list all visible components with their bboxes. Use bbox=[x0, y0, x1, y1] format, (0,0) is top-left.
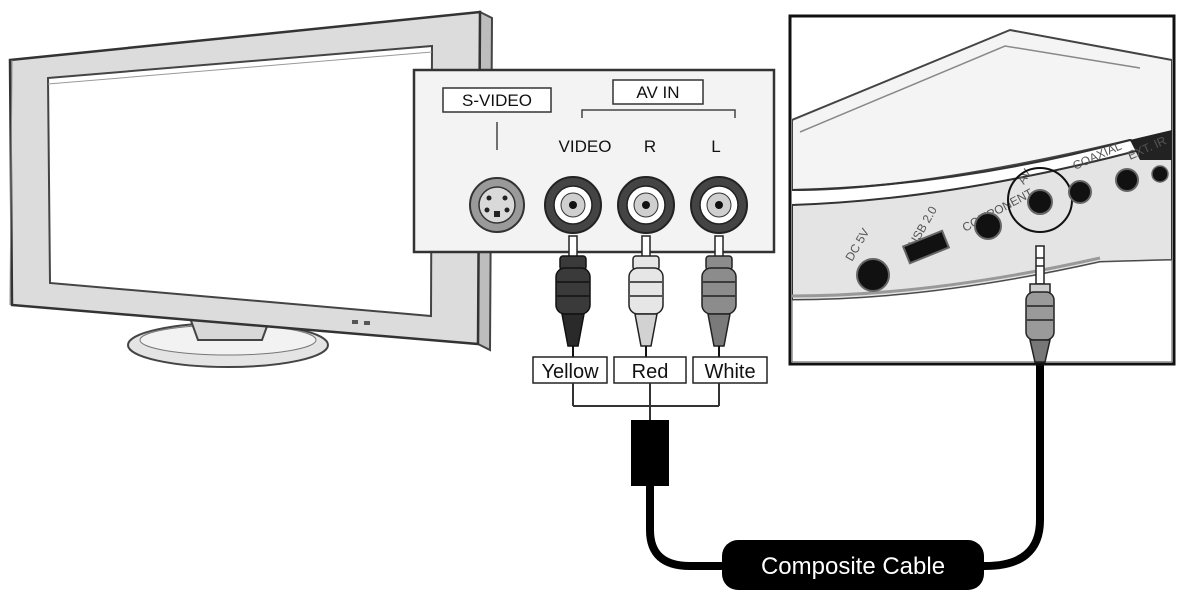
yellow-label-box bbox=[532, 356, 608, 384]
television bbox=[8, 10, 494, 368]
dc-port bbox=[856, 258, 890, 292]
r-jack-label: R bbox=[644, 137, 656, 156]
tv-screen bbox=[46, 44, 434, 318]
white-label-box bbox=[692, 356, 768, 384]
coaxial-port bbox=[1068, 180, 1092, 204]
composite-cable-label-box bbox=[722, 540, 984, 590]
yellow-label: Yellow bbox=[541, 361, 599, 383]
av-port bbox=[1027, 189, 1053, 215]
player-inset: DC 5V USB 2.0 COMPONENT AV COAXIAL EXT. … bbox=[788, 14, 1176, 366]
usb-port bbox=[901, 229, 951, 265]
ext-ir-port bbox=[1115, 168, 1139, 192]
splitter-wires bbox=[572, 383, 720, 420]
composite-cable-label: Composite Cable bbox=[761, 553, 945, 580]
tv-input-panel: S-VIDEO AV IN VIDEO R L bbox=[412, 68, 776, 254]
video-jack bbox=[544, 176, 602, 234]
video-jack-label: VIDEO bbox=[559, 137, 612, 156]
av-in-label: AV IN bbox=[636, 83, 679, 102]
yellow-plug bbox=[555, 235, 591, 358]
red-label: Red bbox=[632, 361, 669, 383]
component-port bbox=[974, 212, 1002, 240]
composite-cable-line bbox=[646, 356, 1044, 570]
av-in-label-box bbox=[612, 79, 704, 105]
svideo-label-box bbox=[442, 87, 552, 113]
red-plug bbox=[628, 235, 664, 358]
av-port-label: AV bbox=[1014, 166, 1034, 186]
l-jack-label: L bbox=[711, 137, 720, 156]
plug-color-labels: Yellow Red White bbox=[532, 356, 768, 384]
cable-splitter bbox=[631, 420, 669, 486]
r-jack bbox=[617, 176, 675, 234]
white-label: White bbox=[704, 361, 755, 383]
mini-jack-plug bbox=[1025, 245, 1055, 363]
svideo-jack bbox=[469, 177, 525, 233]
white-plug bbox=[701, 235, 737, 358]
l-jack bbox=[690, 176, 748, 234]
svideo-label: S-VIDEO bbox=[462, 91, 532, 110]
